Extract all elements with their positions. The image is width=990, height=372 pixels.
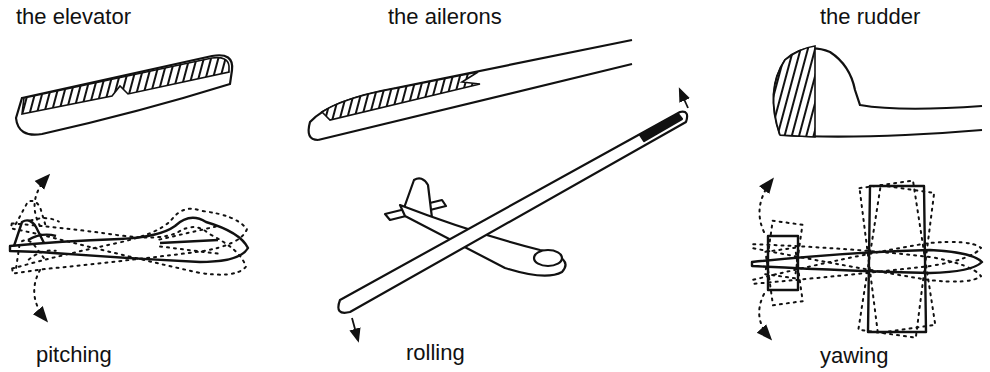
aileron-drawing-part (322, 72, 480, 120)
motion-label: pitching (36, 344, 112, 366)
pitching-glider-part (34, 270, 46, 320)
yawing-glider-part (759, 294, 770, 338)
rolling-glider-part (352, 318, 358, 340)
motion-label: rolling (406, 342, 465, 364)
pitching-glider-part (35, 176, 48, 226)
yawing-glider-part (743, 173, 990, 350)
rolling-glider-part (680, 90, 688, 108)
part-label: the elevator (16, 6, 131, 28)
motion-label: yawing (820, 345, 888, 367)
elevator-drawing-part (16, 55, 232, 134)
yawing-glider (743, 169, 990, 349)
rudder-drawing (774, 46, 982, 137)
part-label: the rudder (820, 6, 920, 28)
yawing-glider-part (744, 169, 990, 346)
aileron-drawing (309, 40, 632, 140)
yawing-glider-part (752, 186, 982, 332)
rolling-glider-part (640, 114, 682, 141)
pitching-glider-part (10, 218, 248, 262)
rolling-glider-part (338, 112, 687, 313)
pitching-glider-part (9, 196, 251, 281)
rolling-glider-part (534, 250, 562, 266)
part-label: the ailerons (388, 6, 502, 28)
rudder-drawing-part (774, 46, 815, 137)
pitching-glider (7, 176, 251, 320)
pitching-glider-part (7, 199, 249, 284)
aileron-drawing-part (318, 64, 632, 140)
yawing-glider-part (760, 180, 773, 232)
elevator-drawing (16, 55, 232, 134)
rolling-glider (338, 90, 688, 340)
elevator-drawing-part (22, 58, 229, 114)
